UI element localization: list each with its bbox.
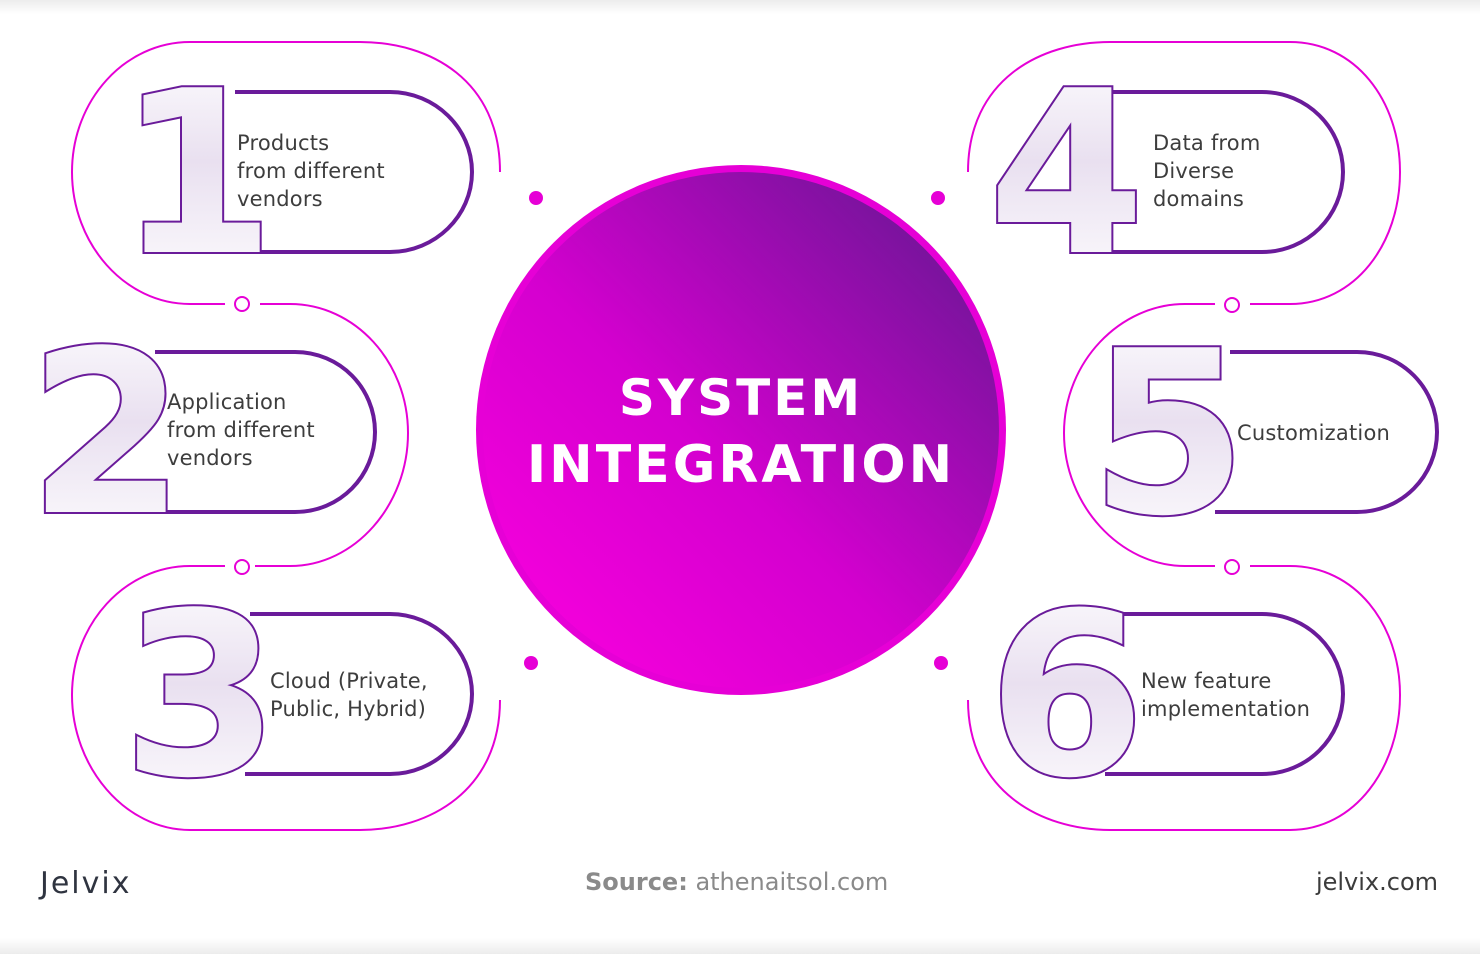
connector-ring [1224, 297, 1240, 313]
source-label: Source: [585, 868, 688, 896]
system-integration-diagram: 1 2 3 4 5 6 Products from different vend… [26, 41, 1440, 831]
source-credit: Source: athenaitsol.com [585, 868, 888, 896]
item-label-3: Cloud (Private, Public, Hybrid) [270, 669, 435, 721]
connector-dot [529, 191, 543, 205]
item-number-1: 1 [118, 43, 275, 306]
item-label-line: from different [237, 159, 385, 183]
item-label-line: Products [237, 131, 329, 155]
item-label-line: Public, Hybrid) [270, 697, 426, 721]
item-label-6: New feature implementation [1141, 669, 1310, 721]
connector-dot [934, 656, 948, 670]
site-link[interactable]: jelvix.com [1315, 868, 1438, 896]
center-title-line2: INTEGRATION [527, 435, 955, 495]
outer-ribbon-right-4 [967, 41, 1402, 305]
pill-outline-1 [215, 90, 475, 254]
outer-ribbon-left-2 [255, 303, 410, 567]
item-label-line: Diverse [1153, 159, 1234, 183]
item-label-line: implementation [1141, 697, 1310, 721]
pill-outline-3 [245, 612, 475, 776]
center-title-line1: SYSTEM [619, 369, 863, 427]
item-label-line: from different [167, 418, 315, 442]
outer-ribbon-right-5 [1062, 303, 1215, 567]
item-number-5: 5 [1090, 303, 1247, 566]
pill-outline-6 [1105, 612, 1346, 776]
item-number-2: 2 [28, 303, 185, 566]
outer-ribbon-left-3 [70, 565, 501, 831]
jelvix-logo: Jelvix [40, 866, 132, 901]
item-label-line: Customization [1237, 421, 1390, 445]
pill-outline-2 [155, 350, 378, 514]
item-label-line: vendors [167, 446, 253, 470]
connector-dot [524, 656, 538, 670]
item-number-4: 4 [988, 43, 1145, 306]
outer-ribbon-right-6 [967, 565, 1402, 831]
item-label-line: Data from [1153, 131, 1261, 155]
item-label-line: Cloud (Private, [270, 669, 428, 693]
item-number-3: 3 [122, 565, 279, 828]
item-label-line: vendors [237, 187, 323, 211]
pill-outline-5 [1215, 350, 1440, 514]
connector-dot [931, 191, 945, 205]
connector-ring [234, 559, 250, 575]
source-value: athenaitsol.com [695, 868, 889, 896]
pill-outline-4 [1105, 90, 1346, 254]
item-label-5: Customization [1237, 421, 1390, 445]
connector-ring [234, 296, 250, 312]
item-label-line: New feature [1141, 669, 1272, 693]
outer-ribbon-left-1 [70, 41, 501, 305]
item-number-6: 6 [988, 565, 1145, 828]
center-circle [483, 172, 999, 688]
item-label-1: Products from different vendors [237, 131, 392, 211]
item-label-2: Application from different vendors [167, 390, 322, 470]
item-label-line: domains [1153, 187, 1244, 211]
connector-ring [1224, 559, 1240, 575]
item-label-4: Data from Diverse domains [1153, 131, 1267, 211]
item-label-line: Application [167, 390, 287, 414]
